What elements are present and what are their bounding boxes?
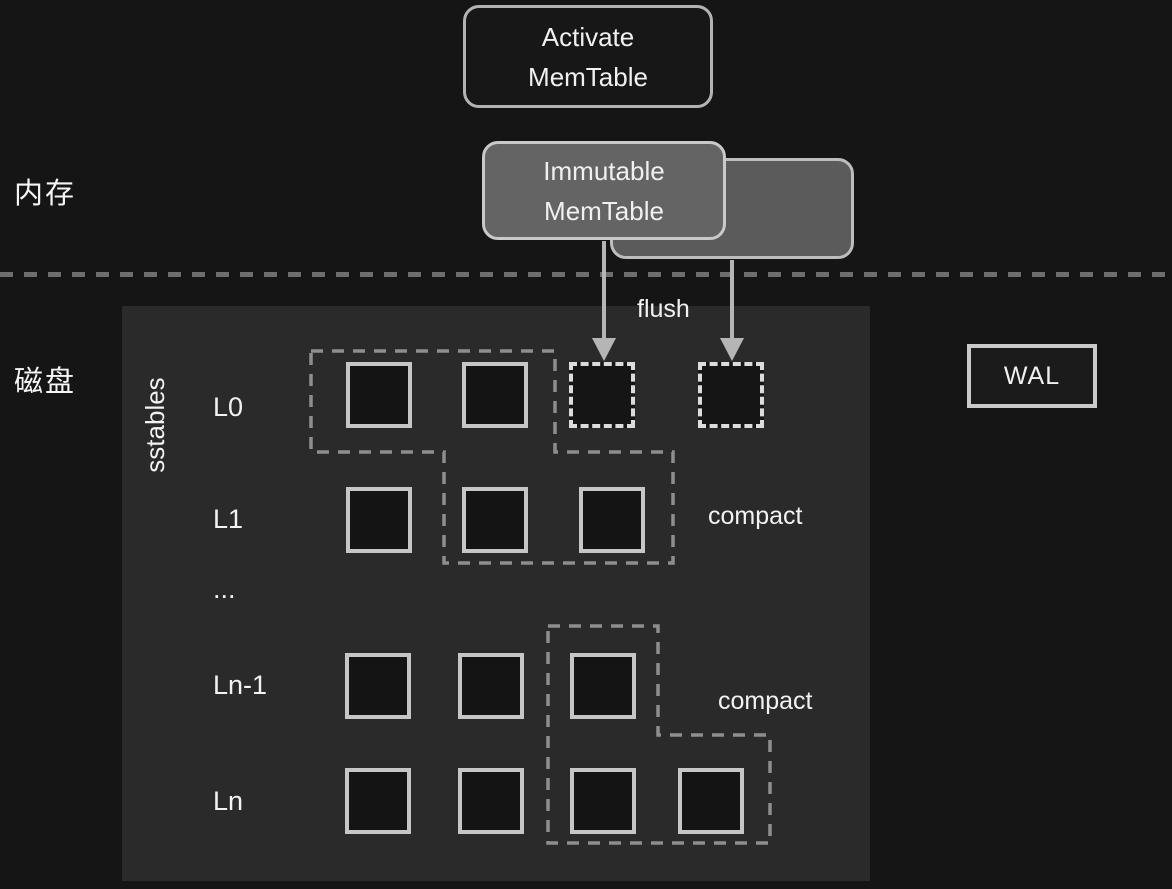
immutable-memtable-line2: MemTable — [544, 195, 664, 226]
sstable-square-l1-2 — [462, 487, 528, 553]
compact-label-upper: compact — [708, 502, 803, 530]
level-label-l0: L0 — [213, 392, 244, 422]
sstable-square-l1-3 — [579, 487, 645, 553]
sstable-square-ln1-2 — [458, 653, 524, 719]
level-label-ln-1: Ln-1 — [213, 670, 268, 700]
flush-label: flush — [637, 295, 690, 323]
sstable-square-ln-2 — [458, 768, 524, 834]
flush-target-square-l0-4 — [698, 362, 764, 428]
activate-memtable-box: Activate MemTable — [463, 5, 713, 108]
level-label-ellipsis: ... — [213, 574, 236, 604]
sstable-square-ln-1 — [345, 768, 411, 834]
immutable-memtable-box: Immutable MemTable — [482, 141, 726, 240]
memory-region-label: 内存 — [14, 178, 77, 210]
memory-disk-divider — [0, 272, 1172, 277]
sstable-square-ln1-1 — [345, 653, 411, 719]
activate-memtable-line1: Activate — [541, 21, 635, 52]
sstable-square-l1-1 — [346, 487, 412, 553]
compact-label-lower: compact — [718, 687, 813, 715]
wal-box: WAL — [967, 344, 1097, 408]
sstable-square-ln-3 — [570, 768, 636, 834]
sstable-square-ln1-3 — [570, 653, 636, 719]
sstables-axis-label: sstables — [140, 377, 170, 473]
immutable-memtable-line1: Immutable — [543, 155, 665, 186]
sstable-square-l0-2 — [462, 362, 528, 428]
level-label-ln: Ln — [213, 786, 244, 816]
sstable-square-l0-1 — [346, 362, 412, 428]
activate-memtable-line2: MemTable — [528, 61, 648, 92]
sstable-square-ln-4 — [678, 768, 744, 834]
disk-region-label: 磁盘 — [14, 366, 77, 398]
wal-label: WAL — [1003, 361, 1061, 390]
flush-target-square-l0-3 — [569, 362, 635, 428]
level-label-l1: L1 — [213, 504, 244, 534]
